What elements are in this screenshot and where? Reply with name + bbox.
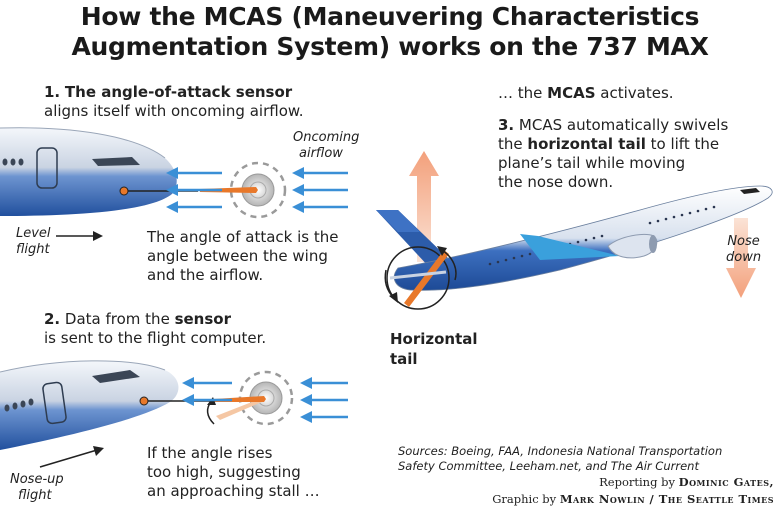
page-title: How the MCAS (Maneuvering Characteristic… [0,2,780,62]
level-flight-sensor [119,161,287,219]
noseup-flight-label: Nose-up flight [10,472,64,504]
step1-text: 1. The angle-of-attack sensor aligns its… [44,83,304,121]
mcas-bold: MCAS [547,84,596,102]
step3-line4: the nose down. [498,173,614,191]
noseup-flight-arrow [39,446,104,468]
nose-down-arrow [726,218,756,298]
step1-rest: aligns itself with oncoming airflow. [44,102,304,120]
step2-bold: sensor [174,310,231,328]
credit-reporter: Dominic Gates, [678,475,774,489]
airflow-arrows-bottom [182,377,348,423]
noseup-line1: Nose-up [10,472,64,487]
step3-line2-pre: the [498,135,528,153]
level-flight-line2: flight [16,242,50,257]
step3-text: 3. MCAS automatically swivels the horizo… [498,116,728,192]
nose-down-label: Nose down [726,234,761,266]
angle-rises-line2: too high, suggesting [147,463,301,481]
step3-line1: MCAS automatically swivels [518,116,729,134]
noseup-flight-sensor [139,370,294,426]
nose-down-line2: down [726,250,762,265]
level-flight-arrow [56,231,103,241]
horizontal-tail-label: Horizontal tail [390,329,478,369]
level-flight-label: Level flight [16,226,51,258]
oncoming-airflow-line1: Oncoming [293,130,360,145]
sources: Sources: Boeing, FAA, Indonesia National… [398,444,722,474]
step3-number: 3. [498,116,515,134]
noseup-flight-fuselage [0,360,179,450]
oncoming-airflow-label: Oncoming airflow [293,130,359,162]
level-flight-line1: Level [16,226,51,241]
credit-line1-pre: Reporting by [599,475,679,489]
angle-rises-text: If the angle rises too high, suggesting … [147,444,320,501]
horizontal-tail-detail [384,246,457,310]
sources-line1: Sources: Boeing, FAA, Indonesia National… [398,444,723,458]
angle-rises-line3: an approaching stall … [147,482,320,500]
noseup-line2: flight [18,488,52,503]
credit-line2-pre: Graphic by [492,492,560,506]
step3-line3: plane’s tail while moving [498,154,686,172]
title-line-1: How the MCAS (Maneuvering Characteristic… [80,2,700,31]
angle-rises-line1: If the angle rises [147,444,273,462]
step1-number: 1. [44,83,61,101]
nose-down-line1: Nose [727,234,760,249]
mcas-pre: … the [498,84,548,102]
aoa-explanation: The angle of attack is the angle between… [147,228,339,285]
step1-bold: The angle-of-attack sensor [64,83,293,101]
step2-text: 2. Data from the sensor is sent to the f… [44,310,266,348]
airflow-arrows-top [166,167,348,213]
airplane [376,185,773,291]
level-flight-fuselage [0,127,177,216]
horizontal-tail-line1: Horizontal [390,330,478,348]
mcas-post: activates. [595,84,674,102]
aoa-line2: angle between the wing [147,247,328,265]
sources-line2: Safety Committee, Leeham.net, and The Ai… [398,459,699,473]
oncoming-airflow-line2: airflow [299,146,343,161]
aoa-line1: The angle of attack is the [147,228,339,246]
credit-graphic: Mark Nowlin / The Seattle Times [559,492,774,506]
step2-number: 2. [44,310,61,328]
tail-up-arrow [409,151,439,262]
step2-pre: Data from the [64,310,175,328]
aoa-line3: and the airflow. [147,266,264,284]
credits: Reporting by Dominic Gates, Graphic by M… [492,474,774,508]
title-line-2: Augmentation System) works on the 737 MA… [71,32,709,61]
horizontal-tail-line2: tail [390,350,418,368]
step2-line2: is sent to the flight computer. [44,329,267,347]
step3-line2-bold: horizontal tail [527,135,646,153]
step3-line2-post: to lift the [645,135,720,153]
mcas-activates: … the MCAS activates. [498,84,674,103]
